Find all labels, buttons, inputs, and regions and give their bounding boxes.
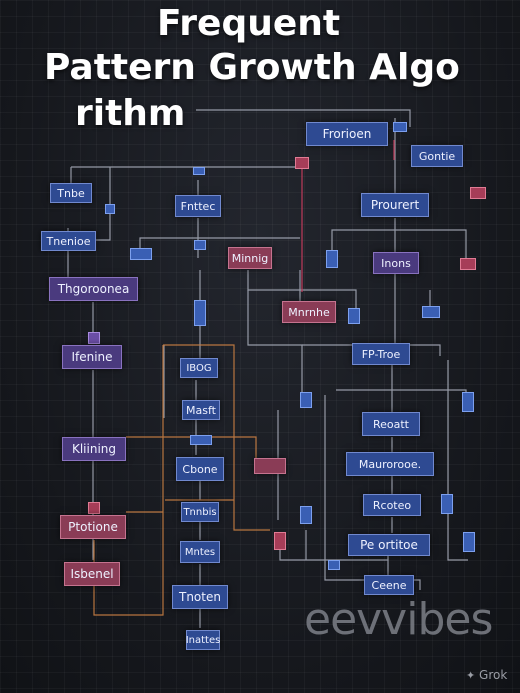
connector-chip xyxy=(463,532,475,552)
node-ceene: Ceene xyxy=(364,575,414,595)
sparkle-icon: ✦ xyxy=(466,669,476,682)
title-line-2: Pattern Growth Algo xyxy=(44,47,460,88)
node-gontie: Gontie xyxy=(411,145,463,167)
connector-chip xyxy=(300,392,312,408)
node-inons: Inons xyxy=(373,252,419,274)
node-prourert: Prourert xyxy=(361,193,429,217)
node-reoatt: Reoatt xyxy=(362,412,420,436)
node-ibog: IBOG xyxy=(180,358,218,378)
node-mnrnhe: Mnrnhe xyxy=(282,301,336,323)
watermark-text: eevvibes xyxy=(304,594,493,645)
node-inattes: Inattes xyxy=(186,630,220,650)
connector-chip xyxy=(328,560,340,570)
title-line-1: Frequent xyxy=(157,3,341,44)
connector-chip xyxy=(295,157,309,169)
connector-chip xyxy=(326,250,338,268)
node-tnenioe: Tnenioe xyxy=(41,231,96,251)
node-fnttec: Fnttec xyxy=(175,195,221,217)
connector-chip xyxy=(190,435,212,445)
connector-chip xyxy=(393,122,407,132)
connector-chip xyxy=(470,187,486,199)
node-thgoroonea: Thgoroonea xyxy=(49,277,138,301)
node-tnnbis: Tnnbis xyxy=(181,502,219,522)
connector-chip xyxy=(194,300,206,326)
connector-chip xyxy=(460,258,476,270)
node-tnoten: Tnoten xyxy=(172,585,228,609)
node-minnig: Minnig xyxy=(228,247,272,269)
node-fp-tree: FP-Troe xyxy=(352,343,410,365)
connector-chip xyxy=(88,332,100,344)
node-masft: Masft xyxy=(182,400,220,420)
connector-chip xyxy=(300,506,312,524)
node-maurorooe: Maurorooe. xyxy=(346,452,434,476)
connector-chip xyxy=(348,308,360,324)
connector-chip xyxy=(462,392,474,412)
node-tnbe: Tnbe xyxy=(50,183,92,203)
node-red-marker xyxy=(254,458,286,474)
node-ptotione: Ptotione xyxy=(60,515,126,539)
connector-chip xyxy=(88,502,100,514)
connector-chip xyxy=(422,306,440,318)
node-pe-ortitoe: Pe ortitoe xyxy=(348,534,430,556)
title-line-3: rithm xyxy=(75,93,186,134)
node-frorioen: Frorioen xyxy=(306,122,388,146)
node-mntes: Mntes xyxy=(180,541,220,563)
connector-chip xyxy=(441,494,453,514)
connector-chip xyxy=(194,240,206,250)
connector-chip xyxy=(130,248,152,260)
connector-chip xyxy=(193,167,205,175)
connector-chip xyxy=(105,204,115,214)
grok-badge-label: Grok xyxy=(479,668,508,682)
node-ifenine: Ifenine xyxy=(62,345,122,369)
node-rocteo: Rcoteo xyxy=(363,494,421,516)
grok-badge: ✦ Grok xyxy=(466,668,507,682)
node-isbenel: Isbenel xyxy=(64,562,120,586)
node-cbone: Cbone xyxy=(176,457,224,481)
connector-chip xyxy=(274,532,286,550)
node-kliining: Kliining xyxy=(62,437,126,461)
